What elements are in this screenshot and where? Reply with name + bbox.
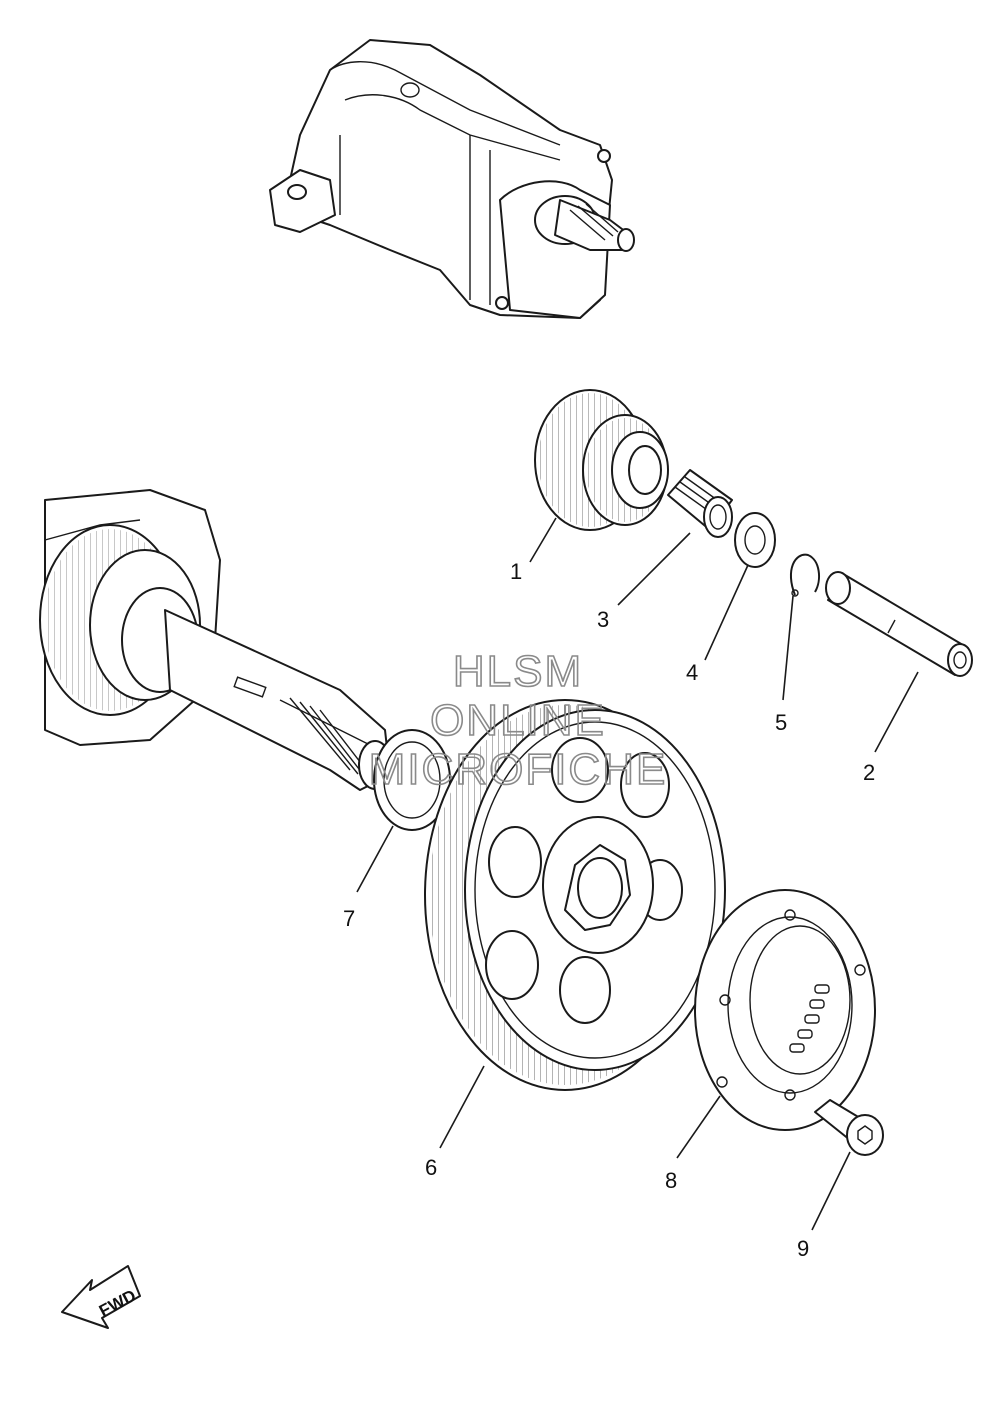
part-8-one-way-clutch [694,889,876,1131]
part-2-idler-shaft [825,571,973,677]
leader-lines [356,517,919,1231]
callout-1: 1 [510,559,522,584]
callout-8: 8 [665,1168,677,1193]
starter-motor [269,39,635,319]
crankshaft [39,489,392,791]
callout-3: 3 [597,607,609,632]
callout-2: 2 [863,760,875,785]
callout-5: 5 [775,710,787,735]
fwd-arrow: FWD [61,1265,141,1329]
part-9-bolt [814,1099,884,1156]
callouts: 1 3 4 5 2 7 6 8 9 [343,559,875,1261]
part-5-circlip [789,553,821,597]
part-4-washer [734,512,776,568]
watermark: HLSM ONLINE MICROFICHE [368,646,668,795]
watermark-line-1: HLSM [453,647,583,696]
callout-6: 6 [425,1155,437,1180]
callout-7: 7 [343,906,355,931]
part-3-needle-bearing [667,469,733,538]
arrow-left-icon [61,1265,141,1329]
watermark-line-3: MICROFICHE [369,745,668,794]
part-7-washer [373,729,451,831]
part-6-wheel-gear [424,699,726,1091]
callout-4: 4 [686,660,698,685]
part-1-idler-gear [534,389,669,531]
callout-9: 9 [797,1236,809,1261]
watermark-line-2: ONLINE [430,696,606,745]
